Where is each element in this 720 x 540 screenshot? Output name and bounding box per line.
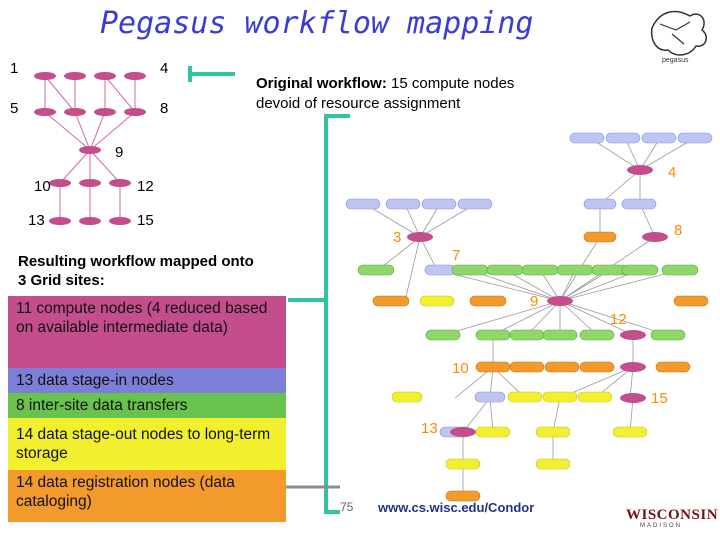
band-stage-in: 13 data stage-in nodes (8, 368, 286, 393)
mapped-label-15: 15 (651, 390, 668, 407)
label-node-8: 8 (160, 100, 169, 117)
mapped-label-8: 8 (674, 222, 683, 239)
page-number: 75 (340, 500, 354, 514)
band-compute-nodes: 11 compute nodes (4 reduced based on ava… (8, 296, 286, 368)
label-node-12: 12 (137, 178, 154, 195)
wisconsin-logo-sub: MADISON (640, 523, 683, 529)
band-inter-site: 8 inter-site data transfers (8, 393, 286, 418)
label-node-9: 9 (115, 144, 124, 161)
label-node-1: 1 (10, 60, 19, 77)
mapped-workflow-graph (345, 132, 713, 502)
mapped-label-4: 4 (668, 164, 677, 181)
mapped-label-12: 12 (610, 311, 627, 328)
original-caption-rest: 15 compute nodes (386, 75, 515, 92)
pegasus-logo (650, 10, 707, 56)
resulting-heading-line1: Resulting workflow mapped onto (18, 253, 254, 270)
mapped-label-10: 10 (452, 360, 469, 377)
footer-url[interactable]: www.cs.wisc.edu/Condor (378, 500, 535, 515)
pegasus-logo-text: pegasus (662, 57, 689, 64)
mapped-label-3: 3 (393, 229, 402, 246)
original-caption-line1: Original workflow: 15 compute nodes (256, 75, 515, 92)
mapped-label-13: 13 (421, 420, 438, 437)
original-workflow-graph (34, 72, 146, 225)
caption-bracket (188, 66, 235, 82)
wisconsin-logo: WISCONSIN (626, 507, 719, 523)
mapping-bracket (324, 114, 350, 514)
mapped-label-7: 7 (452, 247, 461, 264)
mapped-label-9: 9 (530, 293, 539, 310)
band-stage-out: 14 data stage-out nodes to long-term sto… (8, 418, 286, 470)
page-title: Pegasus workflow mapping (100, 6, 534, 41)
label-node-13: 13 (28, 212, 45, 229)
label-node-5: 5 (10, 100, 19, 117)
label-node-15: 15 (137, 212, 154, 229)
resulting-heading-line2: 3 Grid sites: (18, 272, 105, 289)
band-registration: 14 data registration nodes (data catalog… (8, 470, 286, 522)
label-node-4: 4 (160, 60, 169, 77)
label-node-10: 10 (34, 178, 51, 195)
original-caption-line2: devoid of resource assignment (256, 95, 461, 112)
